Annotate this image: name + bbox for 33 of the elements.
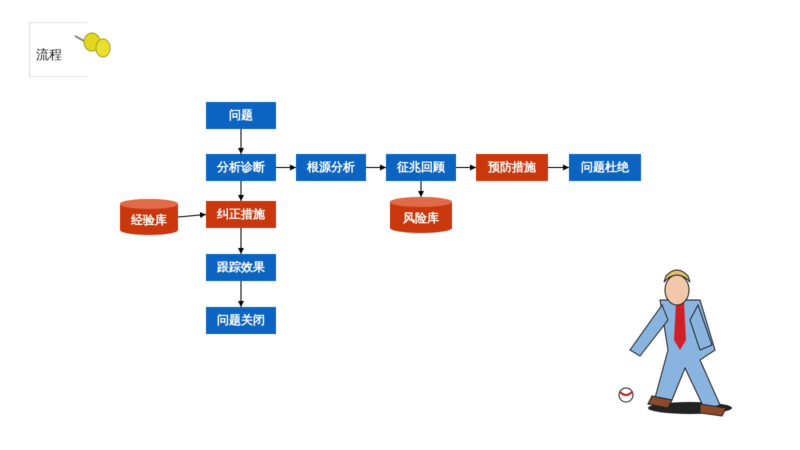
arrow xyxy=(238,180,244,202)
arrow xyxy=(238,128,244,154)
arrow xyxy=(418,180,424,198)
arrow xyxy=(238,280,244,308)
arrow xyxy=(548,164,570,170)
node-label: 根源分析 xyxy=(307,159,355,176)
process-box xyxy=(206,307,276,334)
process-box xyxy=(386,154,456,181)
process-box xyxy=(206,154,276,181)
node-label: 征兆回顾 xyxy=(397,159,445,176)
arrow xyxy=(178,212,206,218)
process-box xyxy=(296,154,366,181)
node-label: 跟踪效果 xyxy=(217,259,265,276)
node-label: 问题关闭 xyxy=(217,312,265,329)
arrow xyxy=(366,164,386,170)
node-label: 分析诊断 xyxy=(217,159,265,176)
node-label: 纠正措施 xyxy=(217,206,265,223)
process-box xyxy=(206,254,276,281)
arrow xyxy=(238,228,244,254)
arrow xyxy=(276,164,296,170)
process-box xyxy=(476,154,548,181)
node-label: 预防措施 xyxy=(488,159,536,176)
database-cylinder xyxy=(120,199,178,235)
node-label: 风险库 xyxy=(403,210,439,226)
node-label: 问题杜绝 xyxy=(581,159,629,176)
database-cylinder xyxy=(390,197,452,233)
title: 流程 xyxy=(36,47,62,64)
node-label: 经验库 xyxy=(131,212,167,228)
node-label: 问题 xyxy=(229,107,253,124)
process-box xyxy=(206,201,276,228)
process-box xyxy=(569,154,641,181)
process-box xyxy=(206,102,276,129)
arrow xyxy=(456,164,476,170)
